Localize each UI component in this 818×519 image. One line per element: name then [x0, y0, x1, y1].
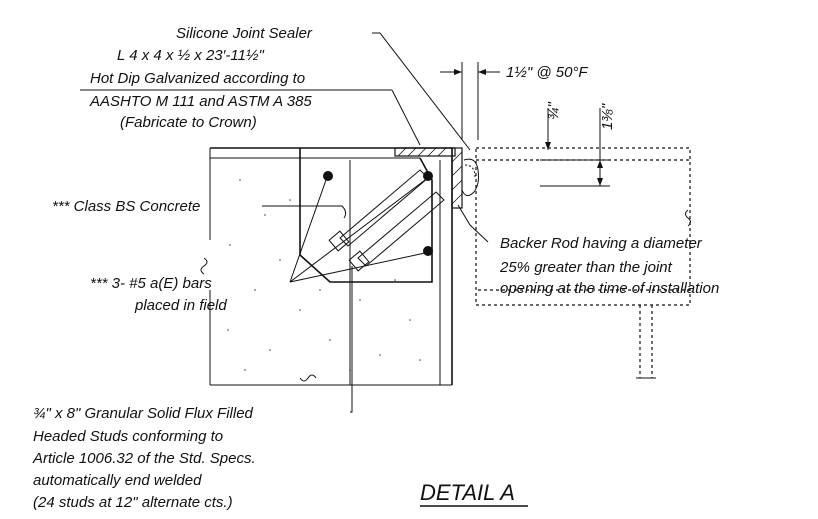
concrete-class-label: *** Class BS Concrete: [52, 198, 200, 215]
angle-spec-line2: Hot Dip Galvanized according to: [90, 70, 305, 87]
steel-angle: [394, 147, 463, 209]
studs-label-line5: (24 studs at 12" alternate cts.): [33, 494, 233, 511]
dimension-lines: [440, 62, 610, 187]
joint-opening-label: 1½" @ 50°F: [506, 64, 588, 81]
rebar-label-line2: placed in field: [134, 297, 227, 314]
angle-spec-line1: L 4 x 4 x ½ x 23′-11½": [117, 47, 265, 64]
angle-spec-line3: AASHTO M 111 and ASTM A 385: [89, 93, 312, 110]
dim-one-three-eighths-label: 1⅜": [599, 103, 616, 130]
dim-three-quarter-label: ¾": [545, 101, 562, 120]
leader-lines: [80, 32, 489, 413]
backer-rod-line3: opening at the time of installation: [500, 280, 719, 297]
studs-label-line2: Headed Studs conforming to: [33, 428, 223, 445]
detail-title: DETAIL A: [420, 480, 515, 505]
rebar-label-line1: *** 3- #5 a(E) bars: [90, 275, 212, 292]
studs-label-line4: automatically end welded: [33, 472, 202, 489]
backer-rod: [461, 158, 479, 196]
adjacent-deck: [475, 147, 691, 379]
backer-rod-line1: Backer Rod having a diameter: [500, 235, 703, 252]
concrete-deck: [200, 147, 453, 386]
studs-label-line3: Article 1006.32 of the Std. Specs.: [32, 450, 256, 467]
rebar-bars: [323, 171, 433, 256]
studs-label-line1: ¾" x 8" Granular Solid Flux Filled: [33, 405, 254, 422]
backer-rod-line2: 25% greater than the joint: [499, 259, 673, 276]
angle-spec-line4: (Fabricate to Crown): [120, 114, 257, 131]
silicone-sealer-label: Silicone Joint Sealer: [176, 25, 313, 42]
